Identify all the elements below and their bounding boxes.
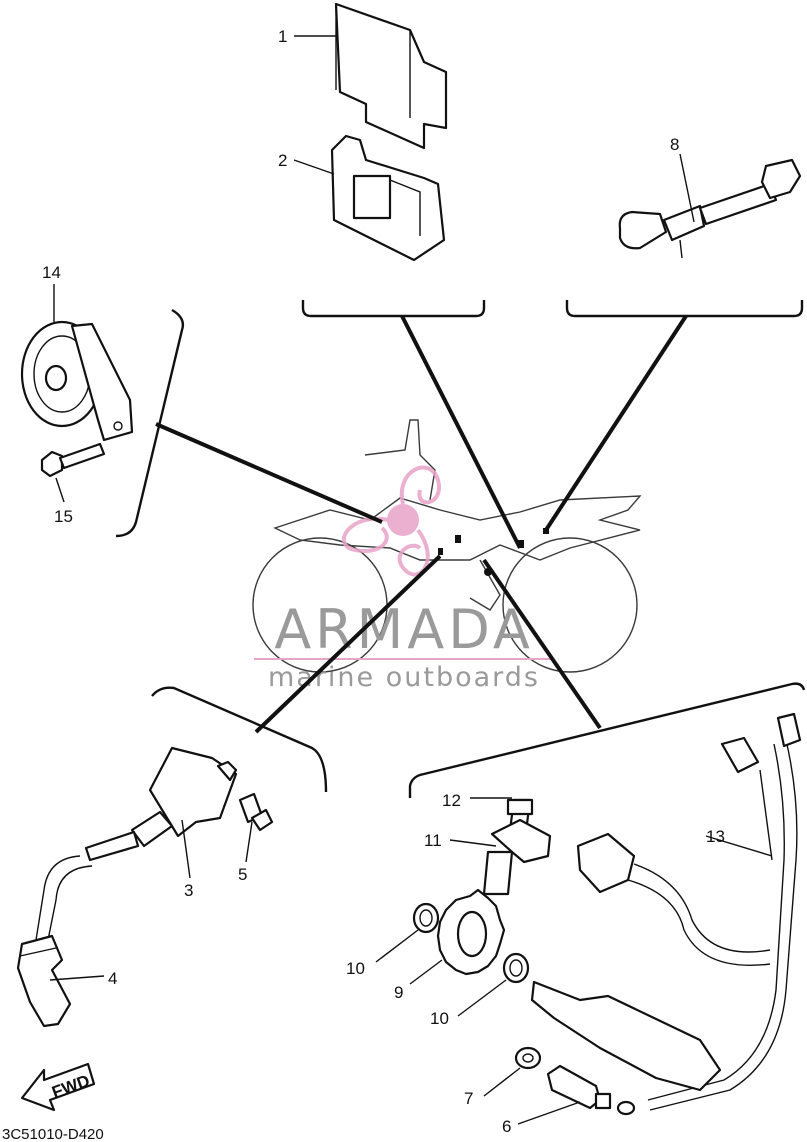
callout-10-upper: 10	[346, 959, 365, 978]
armada-watermark: ARMADA marine outboards	[254, 465, 554, 693]
watermark-tagline: marine outboards	[268, 662, 540, 693]
callout-11: 11	[424, 831, 442, 850]
callout-13: 13	[706, 827, 725, 846]
drawing-code: 3C51010-D420	[2, 1126, 104, 1142]
watermark-brand: ARMADA	[274, 598, 534, 661]
callout-lines	[49, 35, 773, 1125]
sensor-with-lead	[618, 158, 802, 259]
group-brackets	[115, 300, 806, 798]
callout-14: 14	[42, 263, 61, 282]
callout-12: 12	[442, 791, 461, 810]
washer	[514, 1046, 542, 1070]
circlip-lower	[502, 952, 530, 984]
callout-2: 2	[278, 151, 287, 170]
callout-6: 6	[502, 1117, 511, 1136]
ecu-unit	[334, 2, 448, 150]
coil-bolt	[238, 792, 274, 832]
callout-10-lower: 10	[430, 1009, 449, 1028]
spark-plug-cap	[16, 934, 72, 1028]
fwd-arrow-icon: FWD	[20, 1062, 96, 1112]
callout-15: 15	[54, 507, 73, 526]
callout-8: 8	[670, 135, 679, 154]
sensor-rotor	[436, 888, 506, 976]
callout-1: 1	[278, 27, 287, 46]
callout-9: 9	[394, 983, 403, 1002]
callout-7: 7	[464, 1089, 473, 1108]
callout-3: 3	[184, 881, 193, 900]
armada-logo-icon	[342, 465, 442, 577]
ignition-coil	[35, 746, 238, 941]
ecu-bracket	[330, 134, 446, 262]
speed-sensor	[482, 818, 552, 896]
leader-lines	[155, 314, 688, 734]
circlip-upper	[412, 902, 440, 934]
callout-numbers: 1 2 8 14 15 3 5 4 12 11 13 10 9 10 7 6	[42, 27, 725, 1136]
neutral-switch	[546, 1064, 612, 1110]
horn-bolt	[40, 442, 106, 478]
horn	[20, 320, 134, 442]
callout-5: 5	[238, 865, 247, 884]
wire-harness	[530, 712, 802, 1116]
callout-4: 4	[108, 969, 117, 988]
